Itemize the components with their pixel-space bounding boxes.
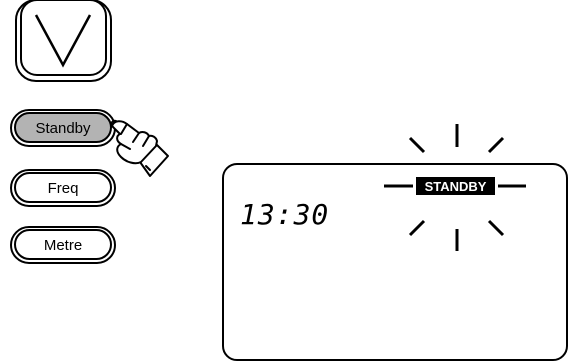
metre-button-label: Metre xyxy=(44,237,82,254)
standby-button-label: Standby xyxy=(35,120,91,137)
clock-time: 13:30 xyxy=(240,198,329,231)
metre-button[interactable]: Metre xyxy=(11,227,115,263)
freq-button[interactable]: Freq xyxy=(11,170,115,206)
freq-button-label: Freq xyxy=(48,180,79,197)
standby-button[interactable]: Standby xyxy=(11,110,115,146)
lcd-display: 13:30 STANDBY xyxy=(223,164,567,360)
standby-indicator-label: STANDBY xyxy=(425,179,487,194)
pointing-hand-icon xyxy=(111,121,168,176)
down-button[interactable] xyxy=(16,0,111,81)
